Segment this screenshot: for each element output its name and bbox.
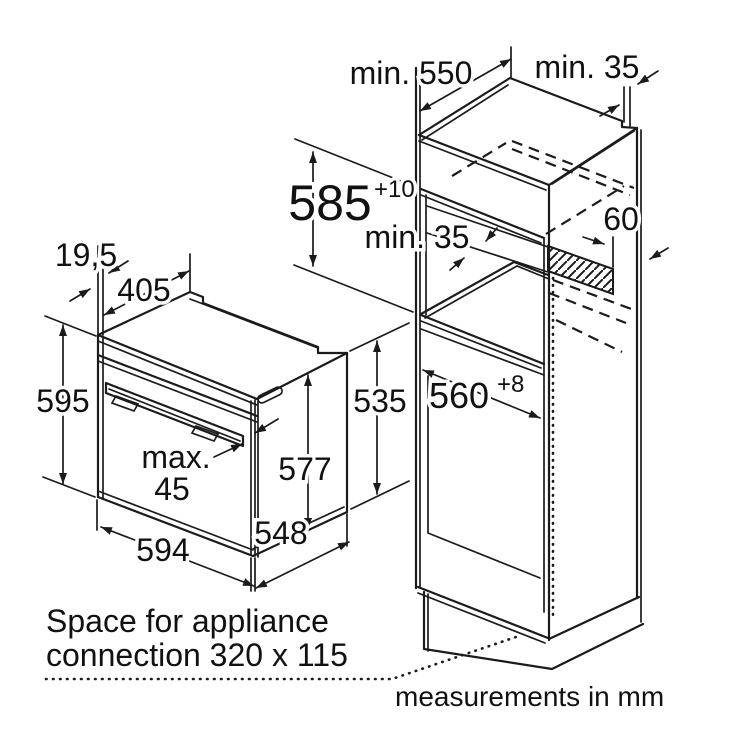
dim-niche-height-tolerance: +10 (374, 176, 415, 203)
side-wall-arrow (649, 247, 669, 260)
cabinet-drawing (414, 66, 645, 671)
connection-note-dotted-line (44, 635, 518, 681)
dim-oven-height: 595 (36, 383, 89, 419)
dim-560-line (422, 369, 541, 419)
dim-wall-gap-arrow-right (637, 70, 659, 85)
niche-floor-front-edge-inner (420, 320, 542, 369)
dim-cabinet-depth-min: min. 550 (350, 55, 473, 91)
connection-note-line1: Space for appliance (46, 603, 329, 639)
oven-side-grip-cutout (257, 386, 283, 404)
niche-spacer-bottom-line (426, 232, 549, 273)
oven-control-panel-line2 (97, 360, 258, 423)
dim-niche-height: 585 (288, 175, 371, 231)
dim-rear-gap-arrow-upper (485, 227, 498, 242)
dim-548-line (255, 541, 350, 589)
oven-door-handle (104, 381, 245, 448)
oven-dimensions: 19,5 405 595 max. 45 577 535 594 548 (33, 234, 410, 592)
dim-wall-gap-lines (623, 86, 631, 127)
dim-max45-arrow1 (213, 443, 243, 458)
cabinet-top-front-edge-inner (418, 140, 547, 191)
oven-top-back-rim (189, 298, 319, 349)
oven-drawing (96, 290, 349, 558)
cabinet-top-front-edge (417, 133, 551, 187)
dim-oven-front-height: 577 (278, 451, 331, 487)
dim-595-ext (42, 315, 97, 498)
dim-max45-arrow2 (254, 418, 279, 434)
dim-wall-gap-arrow-left (599, 104, 620, 117)
niche-floor-front-edge (419, 313, 546, 366)
dim-oven-door-value: 45 (154, 471, 190, 507)
dim-niche-width: 560 (429, 375, 489, 416)
dim-oven-depth: 548 (254, 515, 307, 551)
dim-60-arrow (582, 236, 605, 245)
vent-strip-hatched (547, 244, 614, 296)
oven-top-front-edge-inner (97, 340, 258, 406)
dim-min550-line (419, 58, 512, 112)
notes: Space for appliance connection 320 x 115… (43, 600, 668, 716)
oven-control-panel-line1 (96, 353, 259, 418)
dim-oven-door-label: max. (141, 439, 210, 475)
niche-spacer-top-line (426, 205, 549, 248)
dim-offset-arrow-lower (69, 288, 91, 302)
connection-note-line2: connection 320 x 115 (46, 637, 348, 673)
dim-oven-width: 594 (136, 532, 189, 568)
dim-oven-offset: 19,5 (55, 237, 117, 273)
dim-cabinet-wall-gap: min. 35 (535, 49, 640, 85)
oven-top-right-edge (255, 351, 349, 401)
niche-floor-left-back-edge (419, 260, 550, 316)
dim-cabinet-rear-gap: min. 35 (365, 219, 470, 255)
cabinet-bottom-side-edge (547, 595, 641, 641)
cabinet-top-left-edge-inner (421, 84, 509, 141)
dim-405-line (103, 270, 190, 316)
oven-top-back-edge (96, 290, 349, 355)
dim-594-line (100, 526, 255, 587)
dim-oven-side-height: 535 (353, 383, 406, 419)
dim-offset-lines (97, 245, 104, 336)
cabinet-plinth (422, 590, 645, 671)
dim-585-ext (293, 138, 414, 313)
cabinet-bottom-front-edge (416, 585, 550, 640)
niche-floor-bottom-line (420, 328, 545, 376)
dim-niche-width-tolerance: +8 (497, 371, 524, 398)
cabinet-bottom-front-edge-inner (417, 592, 546, 644)
niche-floor-left-back-edge-inner (424, 265, 550, 319)
dim-vent-depth: 60 (603, 201, 639, 237)
cabinet-hidden-edges (451, 139, 635, 353)
cabinet-top-right-edge-inner (551, 130, 635, 185)
oven-top-front-edge (96, 333, 259, 401)
units-note: measurements in mm (395, 681, 664, 712)
dim-rear-gap-arrow-lower (449, 257, 465, 271)
dim-535-ext (349, 322, 410, 510)
cabinet-dimensions: min. 550 min. 35 585 +10 min. 35 60 560 … (285, 46, 669, 420)
niche-ceiling-edge (419, 187, 546, 240)
niche-ceiling-edge-inner (420, 194, 542, 244)
dim-oven-top-depth: 405 (117, 272, 170, 308)
